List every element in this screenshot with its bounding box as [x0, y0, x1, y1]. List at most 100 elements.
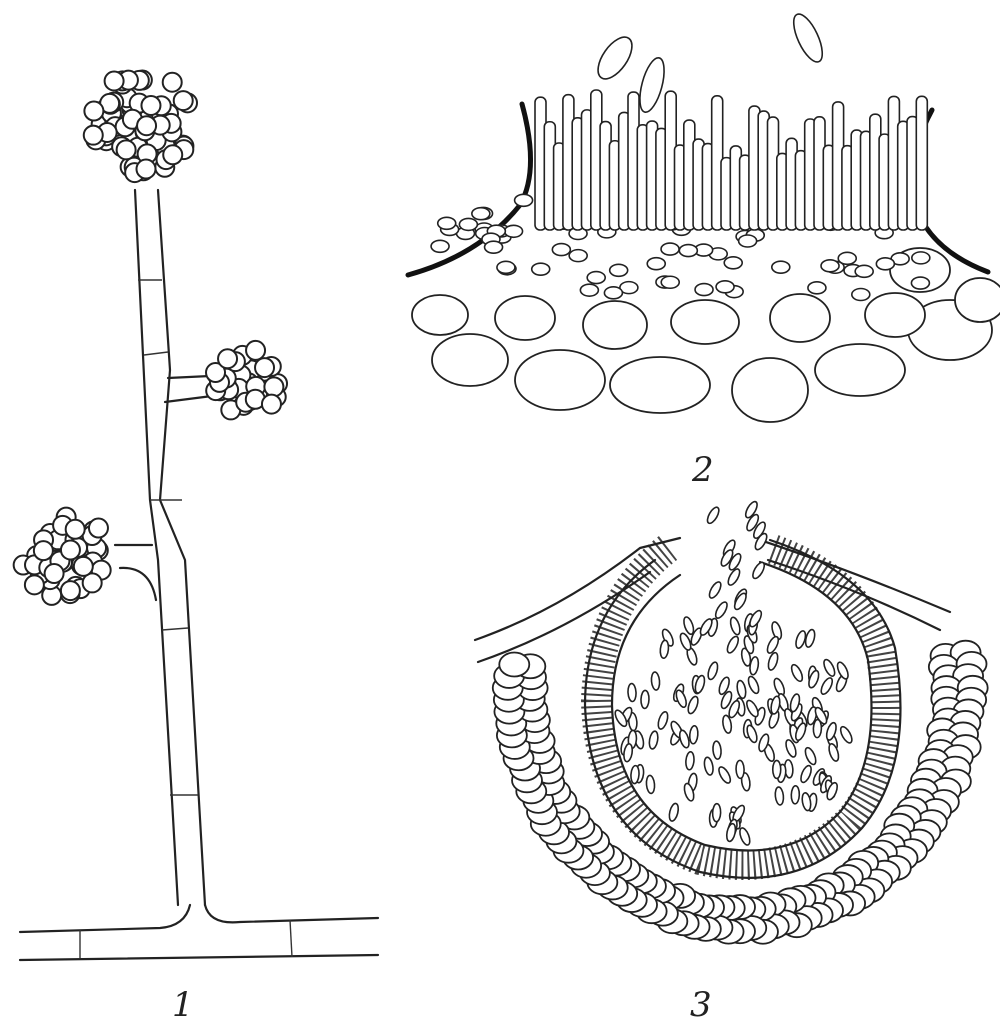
spore — [736, 760, 745, 778]
spore — [765, 635, 780, 655]
panel-3-pycnidium — [475, 500, 988, 944]
spore — [630, 765, 639, 784]
spore — [686, 695, 700, 715]
hyphal-cell — [485, 241, 503, 253]
hyphal-cell — [911, 277, 929, 289]
spore — [789, 663, 804, 683]
spore — [707, 580, 723, 600]
spore — [746, 675, 760, 695]
host-cell — [495, 296, 555, 340]
conidium — [163, 145, 182, 164]
conidium — [34, 541, 53, 560]
conidium — [84, 102, 103, 121]
host-cell — [815, 344, 905, 396]
conidial-head-left — [14, 508, 111, 605]
hyphal-cell — [772, 261, 790, 273]
hyphal-cell — [497, 261, 515, 273]
conidium — [66, 520, 85, 539]
conidium — [61, 581, 80, 600]
spore — [835, 661, 850, 681]
spore — [641, 690, 650, 708]
hyphal-cell — [552, 244, 570, 256]
hyphal-cell — [679, 245, 697, 257]
spore — [822, 658, 837, 678]
spore — [668, 803, 680, 822]
hyphal-cell — [431, 240, 449, 252]
spore — [651, 672, 661, 691]
spore — [804, 629, 816, 648]
hyphal-cell — [580, 284, 598, 296]
host-tissue-cells — [412, 248, 1000, 422]
spore — [717, 765, 733, 785]
hyphal-cell — [724, 257, 742, 269]
conidium — [45, 564, 64, 583]
spore — [712, 804, 721, 822]
hyphal-cell — [852, 289, 870, 301]
hyphal-cell — [472, 208, 490, 220]
conidium — [117, 140, 136, 159]
conidium — [84, 126, 103, 145]
spore — [838, 725, 854, 745]
spore — [827, 743, 840, 763]
hyphal-cell — [647, 258, 665, 270]
spore — [791, 786, 800, 804]
hyphal-cell — [821, 260, 839, 272]
hyphal-cell — [505, 225, 523, 237]
spore — [706, 661, 719, 681]
spore — [725, 823, 737, 842]
host-cell — [770, 294, 830, 342]
hyphal-cell — [587, 272, 605, 284]
spore — [646, 775, 656, 794]
conidium — [163, 73, 182, 92]
conidium — [246, 341, 265, 360]
spore — [725, 635, 740, 655]
conidium — [105, 72, 124, 91]
spore — [713, 600, 729, 620]
conidium — [25, 575, 44, 594]
conidium — [174, 91, 193, 110]
hyphal-cell — [808, 282, 826, 294]
panel-label-1: 1 — [172, 985, 194, 1025]
spore — [726, 567, 742, 587]
spore — [705, 506, 721, 526]
spore — [674, 689, 688, 709]
spore — [729, 616, 742, 636]
hyphal-cell — [855, 265, 873, 277]
hyphal-cell — [661, 243, 679, 255]
host-cell — [583, 301, 647, 349]
conidium — [264, 377, 283, 396]
conidium — [89, 519, 108, 538]
spore — [685, 751, 695, 770]
spore — [803, 746, 818, 766]
spore — [703, 757, 714, 776]
conidiophore — [916, 96, 927, 230]
spore — [745, 699, 761, 719]
conidial-head-top — [84, 71, 197, 183]
host-cell — [412, 295, 468, 335]
spore — [648, 730, 659, 749]
spore — [689, 725, 699, 744]
spore — [745, 724, 759, 744]
host-cell — [955, 278, 1000, 322]
hyphal-cell — [532, 263, 550, 275]
host-cell — [732, 358, 808, 422]
hyphal-cell — [569, 250, 587, 262]
hyphal-cell — [912, 252, 930, 264]
host-cell — [515, 350, 605, 410]
spore — [738, 827, 752, 847]
spore — [736, 680, 747, 699]
hyphal-cell — [610, 264, 628, 276]
released-conidia — [591, 10, 828, 114]
conidium — [218, 349, 237, 368]
conidiogenous-layer — [431, 90, 930, 301]
hyphal-cell — [716, 281, 734, 293]
panel-1-conidiophore — [14, 71, 378, 960]
spore — [659, 640, 669, 659]
host-cell — [671, 300, 739, 344]
panel-2-acervulus — [408, 10, 1000, 422]
conidium — [141, 96, 160, 115]
hyphal-cell — [838, 252, 856, 264]
pycnidiospores — [613, 500, 854, 846]
spore — [628, 683, 637, 701]
hyphal-cell — [515, 194, 533, 206]
